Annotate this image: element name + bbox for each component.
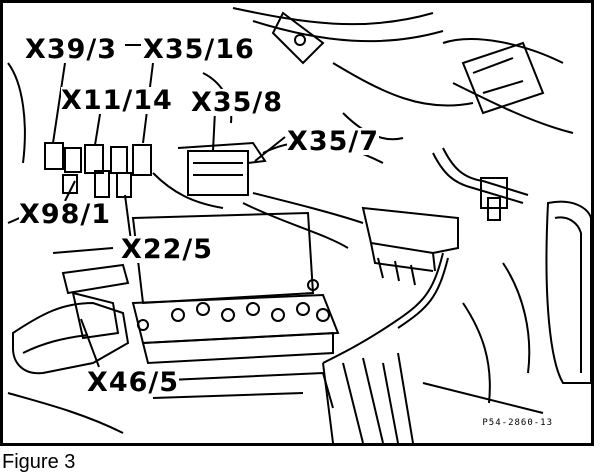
label-x39-3: X39/3 (25, 34, 118, 65)
figure-caption: Figure 3 (2, 451, 76, 473)
label-x35-7: X35/7 (287, 126, 380, 157)
label-x22-5: X22/5 (121, 234, 214, 265)
label-x46-5: X46/5 (87, 367, 180, 398)
label-x35-8: X35/8 (191, 87, 284, 118)
wiring-diagram: X39/3 X35/16 X11/14 X35/8 X35/7 X98/1 X2… (0, 0, 594, 446)
reference-code: P54-2860-13 (482, 418, 553, 428)
label-x35-16: X35/16 (143, 34, 255, 65)
label-x98-1: X98/1 (19, 199, 112, 230)
label-x11-14: X11/14 (61, 85, 173, 116)
